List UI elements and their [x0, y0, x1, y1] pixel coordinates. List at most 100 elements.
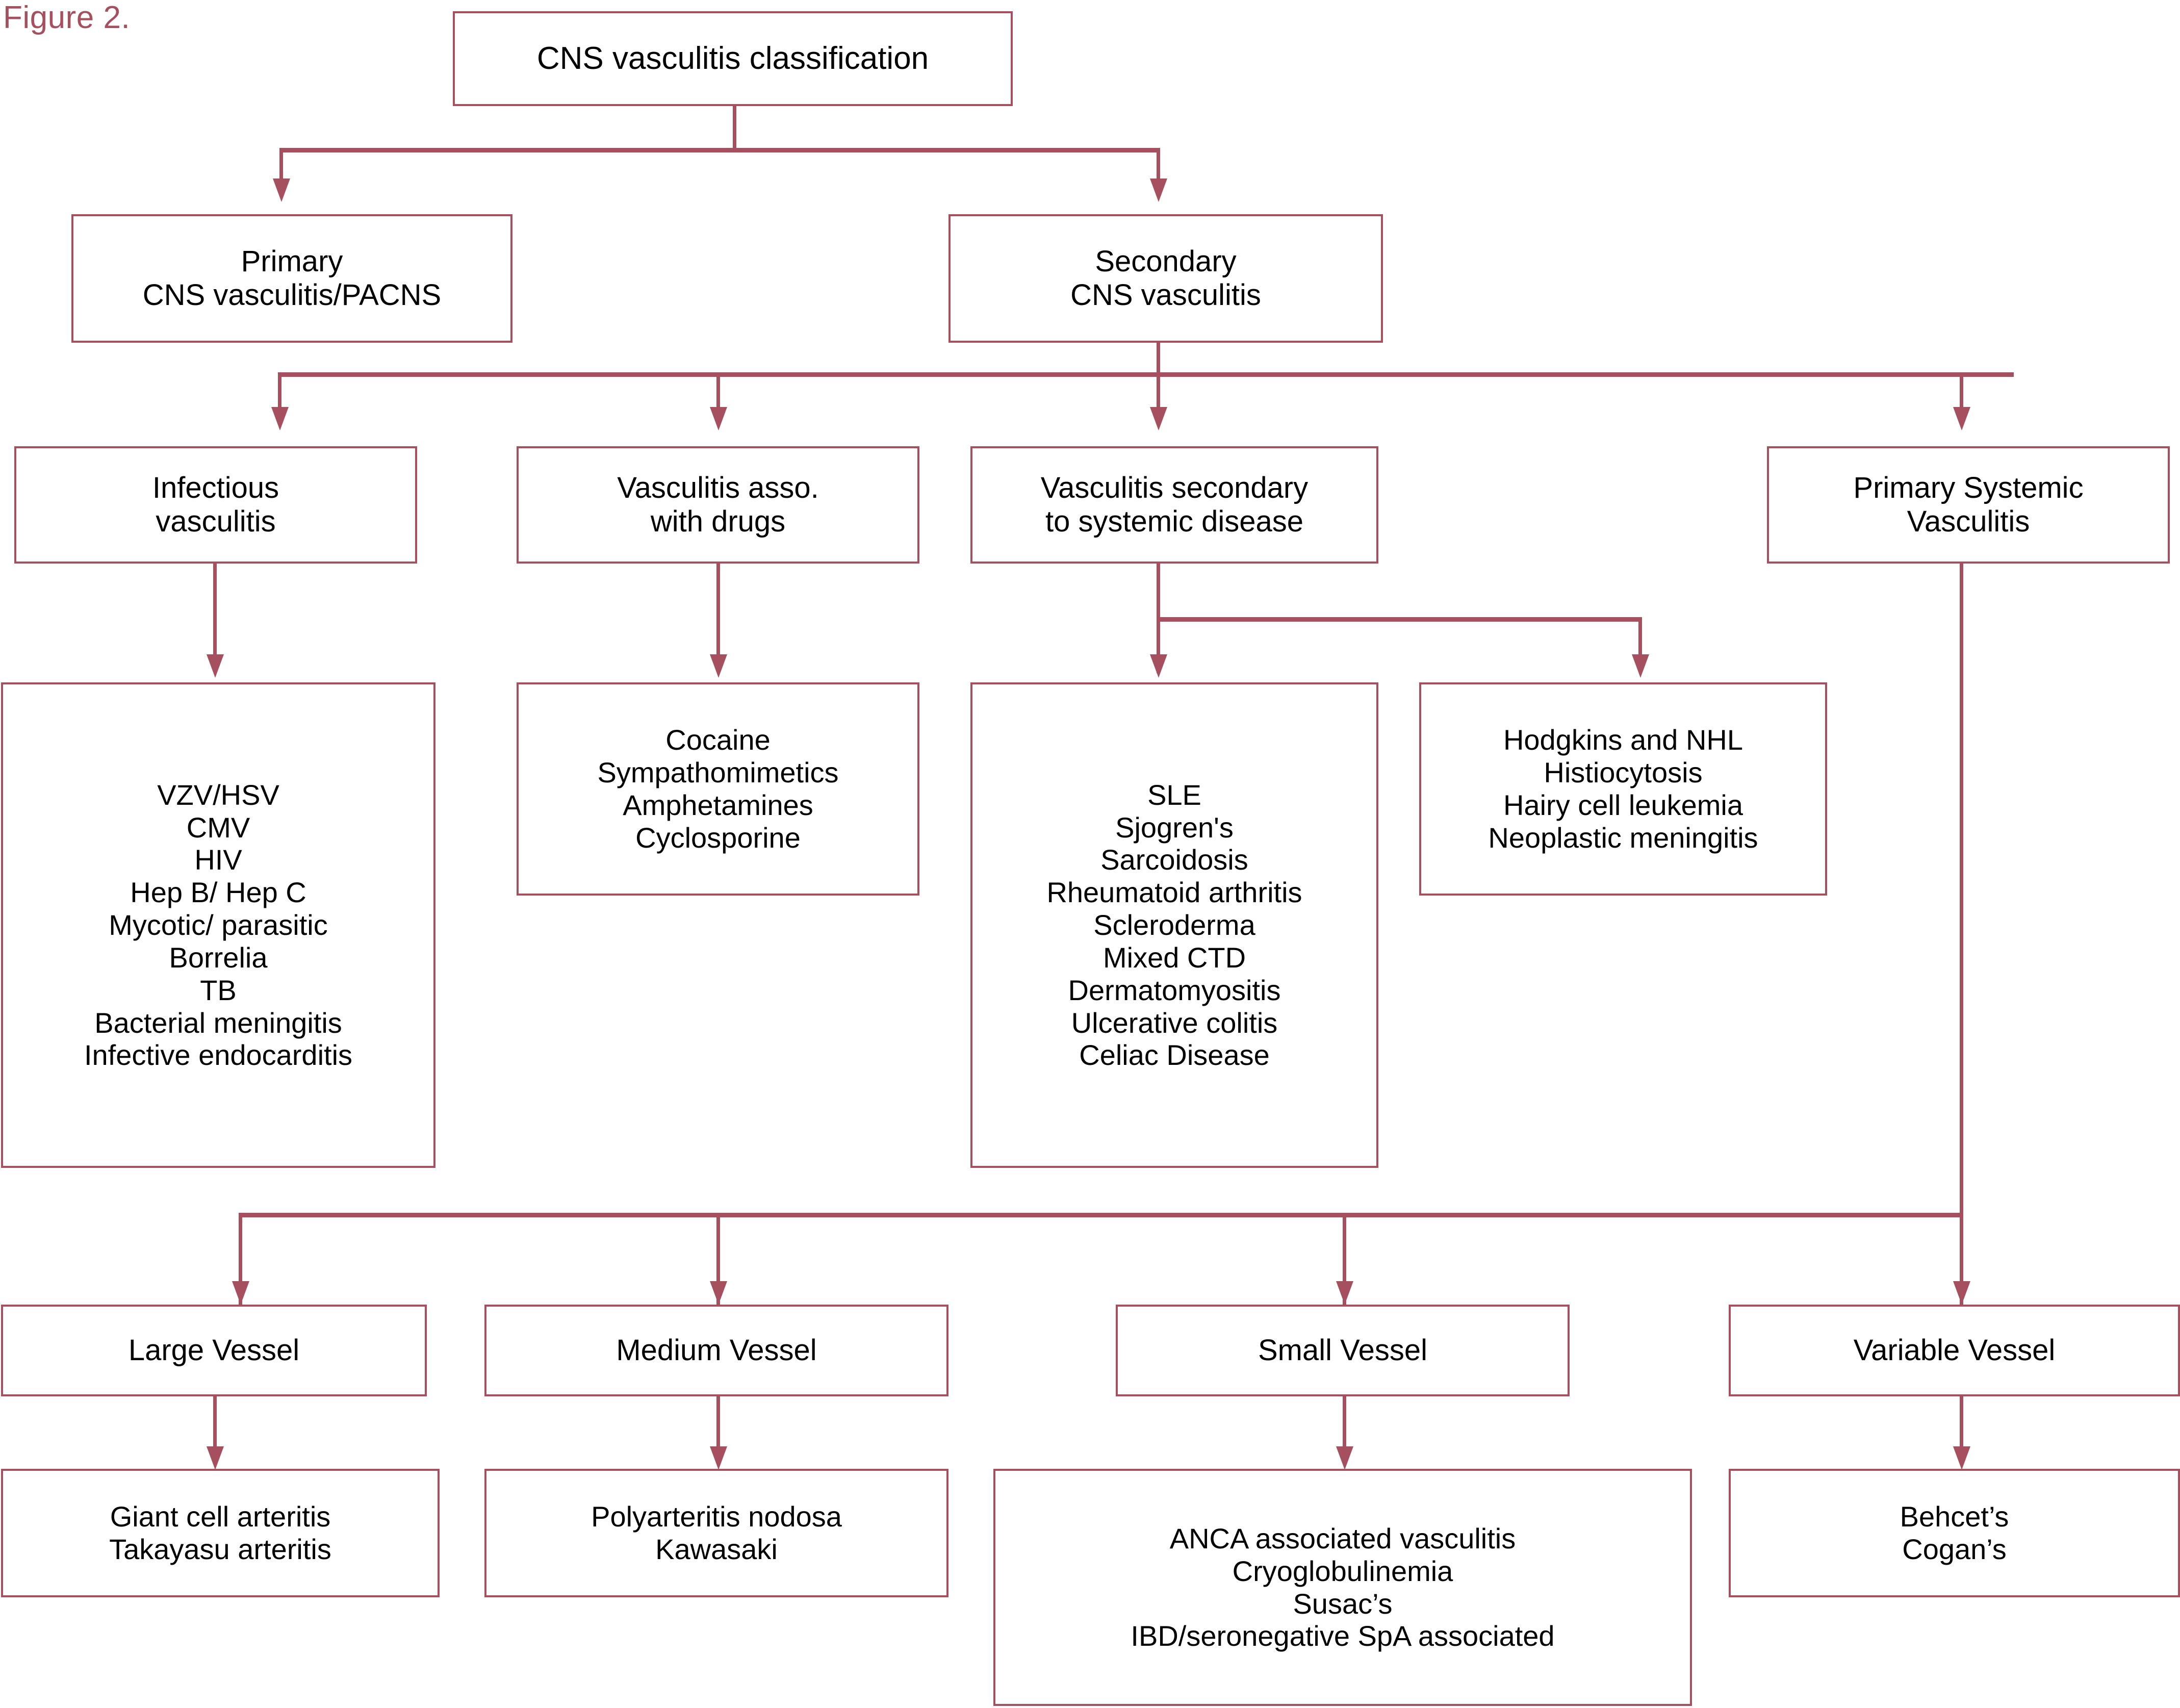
- list-item: Dermatomyositis: [1068, 974, 1281, 1006]
- list-item: SLE: [1147, 778, 1201, 811]
- node-line: CNS vasculitis classification: [536, 40, 929, 76]
- list-item: Histiocytosis: [1544, 756, 1703, 789]
- arrow-to-systemic: [1150, 407, 1167, 430]
- node-line: Medium Vessel: [616, 1333, 817, 1367]
- node-neoplastic-list[interactable]: Hodgkins and NHL Histiocytosis Hairy cel…: [1419, 682, 1827, 896]
- node-vasculitis-secondary-systemic-disease[interactable]: Vasculitis secondary to systemic disease: [970, 446, 1378, 564]
- connector-drugs-to-list: [716, 564, 720, 655]
- node-line: Primary: [241, 244, 343, 278]
- node-infectious-vasculitis[interactable]: Infectious vasculitis: [14, 446, 417, 564]
- arrow-to-medium-vessel: [710, 1281, 727, 1305]
- list-item: Sjogren's: [1115, 811, 1234, 844]
- node-line: Secondary: [1095, 244, 1237, 278]
- list-item: CMV: [186, 811, 250, 844]
- list-item: Rheumatoid arthritis: [1046, 876, 1302, 909]
- node-line: vasculitis: [156, 505, 276, 538]
- list-item: Hodgkins and NHL: [1503, 724, 1743, 756]
- list-item: Mixed CTD: [1102, 941, 1246, 974]
- list-item: Sympathomimetics: [597, 756, 839, 789]
- arrow-to-primary-systemic: [1953, 407, 1970, 430]
- node-line: Primary Systemic: [1853, 471, 2084, 504]
- list-item: Cryoglobulinemia: [1232, 1554, 1453, 1587]
- connector-to-drugs: [716, 372, 720, 408]
- connector-root-bar: [279, 148, 1160, 152]
- connector-systemic-right: [1638, 617, 1642, 655]
- list-item: Giant cell arteritis: [110, 1500, 331, 1533]
- arrow-drugs-list: [710, 654, 727, 678]
- node-line: Vasculitis asso.: [617, 471, 819, 504]
- list-item: Cyclosporine: [635, 821, 801, 854]
- list-item: ANCA associated vasculitis: [1169, 1522, 1516, 1554]
- node-primary-systemic-vasculitis[interactable]: Primary Systemic Vasculitis: [1767, 446, 2170, 564]
- connector-to-variable-vessel: [1960, 1213, 1963, 1305]
- connector-root-to-primary: [279, 148, 283, 180]
- node-line: CNS vasculitis: [1070, 278, 1261, 312]
- connector-systemic-bar: [1157, 617, 1642, 622]
- node-line: with drugs: [650, 505, 786, 538]
- connector-primary-systemic-down: [1960, 564, 1963, 1216]
- node-line: Small Vessel: [1258, 1333, 1428, 1367]
- arrow-to-drugs: [710, 407, 727, 430]
- list-item: Hep B/ Hep C: [130, 876, 306, 909]
- list-item: Scleroderma: [1093, 909, 1255, 941]
- list-item: Celiac Disease: [1079, 1039, 1270, 1072]
- connector-vessel-bar: [239, 1213, 1963, 1217]
- node-line: Vasculitis secondary: [1040, 471, 1309, 504]
- arrow-variable-vessel-list: [1953, 1446, 1970, 1470]
- node-small-vessel-diseases[interactable]: ANCA associated vasculitis Cryoglobuline…: [993, 1469, 1692, 1706]
- list-item: Hairy cell leukemia: [1503, 789, 1743, 821]
- node-infectious-causes-list[interactable]: VZV/HSV CMV HIV Hep B/ Hep C Mycotic/ pa…: [1, 682, 435, 1168]
- list-item: Kawasaki: [655, 1533, 778, 1565]
- node-line: to systemic disease: [1045, 505, 1304, 538]
- list-item: VZV/HSV: [157, 778, 279, 811]
- list-item: Mycotic/ parasitic: [109, 909, 328, 941]
- connector-to-small-vessel: [1343, 1213, 1346, 1305]
- list-item: Infective endocarditis: [84, 1039, 353, 1072]
- node-primary-cns-vasculitis[interactable]: Primary CNS vasculitis/PACNS: [71, 214, 512, 343]
- connector-secondary-stem: [1157, 343, 1160, 374]
- list-item: Susac’s: [1293, 1587, 1393, 1620]
- node-line: Infectious: [152, 471, 279, 504]
- list-item: Neoplastic meningitis: [1488, 821, 1758, 854]
- list-item: Borrelia: [169, 941, 268, 974]
- connector-small-vessel-to-list: [1343, 1396, 1346, 1447]
- connector-to-medium-vessel: [716, 1213, 720, 1305]
- connector-to-large-vessel: [239, 1213, 242, 1305]
- node-large-vessel[interactable]: Large Vessel: [1, 1305, 427, 1396]
- node-vasculitis-assoc-drugs[interactable]: Vasculitis asso. with drugs: [517, 446, 919, 564]
- node-variable-vessel[interactable]: Variable Vessel: [1729, 1305, 2180, 1396]
- node-small-vessel[interactable]: Small Vessel: [1116, 1305, 1570, 1396]
- node-secondary-cns-vasculitis[interactable]: Secondary CNS vasculitis: [948, 214, 1383, 343]
- arrow-medium-vessel-list: [710, 1446, 727, 1470]
- arrow-large-vessel-list: [207, 1446, 224, 1470]
- node-variable-vessel-diseases[interactable]: Behcet’s Cogan’s: [1729, 1469, 2180, 1597]
- arrow-infectious-list: [207, 654, 224, 678]
- connector-root-stem: [733, 106, 736, 150]
- list-item: Amphetamines: [623, 789, 813, 821]
- connector-secondary-bar: [278, 372, 2014, 377]
- connector-medium-vessel-to-list: [716, 1396, 720, 1447]
- node-medium-vessel[interactable]: Medium Vessel: [484, 1305, 948, 1396]
- node-systemic-disease-list[interactable]: SLE Sjogren's Sarcoidosis Rheumatoid art…: [970, 682, 1378, 1168]
- arrow-systemic-list: [1150, 654, 1167, 678]
- connector-to-systemic: [1157, 372, 1160, 408]
- arrow-to-secondary: [1150, 179, 1167, 202]
- node-medium-vessel-diseases[interactable]: Polyarteritis nodosa Kawasaki: [484, 1469, 948, 1597]
- list-item: Polyarteritis nodosa: [591, 1500, 842, 1533]
- node-line: Large Vessel: [128, 1333, 300, 1367]
- node-line: Vasculitis: [1907, 505, 2030, 538]
- arrow-neoplastic-list: [1632, 654, 1649, 678]
- node-drug-causes-list[interactable]: Cocaine Sympathomimetics Amphetamines Cy…: [517, 682, 919, 896]
- list-item: Takayasu arteritis: [109, 1533, 331, 1565]
- node-cns-vasculitis-classification[interactable]: CNS vasculitis classification: [453, 11, 1013, 106]
- node-large-vessel-diseases[interactable]: Giant cell arteritis Takayasu arteritis: [1, 1469, 440, 1597]
- list-item: TB: [200, 974, 237, 1006]
- connector-variable-vessel-to-list: [1960, 1396, 1963, 1447]
- list-item: HIV: [194, 844, 242, 876]
- connector-to-infectious: [278, 372, 281, 408]
- arrow-to-primary: [273, 179, 290, 202]
- list-item: Cocaine: [665, 724, 771, 756]
- arrow-to-infectious: [271, 407, 289, 430]
- connector-infectious-to-list: [213, 564, 217, 655]
